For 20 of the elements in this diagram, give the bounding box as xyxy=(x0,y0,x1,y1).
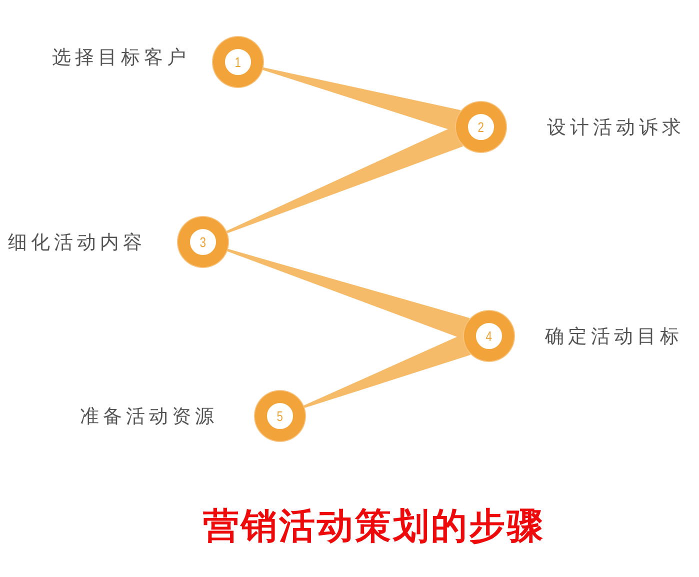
step-number: 5 xyxy=(276,409,284,423)
step-label: 准备活动资源 xyxy=(80,406,218,428)
tapered-connector xyxy=(302,334,471,409)
diagram-title: 营销活动策划的步骤 xyxy=(203,505,545,548)
step-label: 设计活动诉求 xyxy=(547,116,685,140)
step-label: 细化活动内容 xyxy=(8,232,146,254)
step-number: 2 xyxy=(478,120,484,134)
step-label: 选择目标客户 xyxy=(52,46,190,70)
step-circle xyxy=(255,391,305,441)
tapered-connector xyxy=(260,67,461,132)
tapered-connector xyxy=(225,248,470,339)
tapered-connector xyxy=(224,126,464,234)
step-number: 3 xyxy=(200,235,206,249)
step-circle xyxy=(213,37,263,87)
step-number: 4 xyxy=(486,329,492,343)
step-circle xyxy=(178,217,228,267)
step-number: 1 xyxy=(234,55,242,69)
step-circle xyxy=(464,311,514,361)
step-label: 确定活动目标 xyxy=(545,326,683,348)
step-circle xyxy=(456,102,506,152)
